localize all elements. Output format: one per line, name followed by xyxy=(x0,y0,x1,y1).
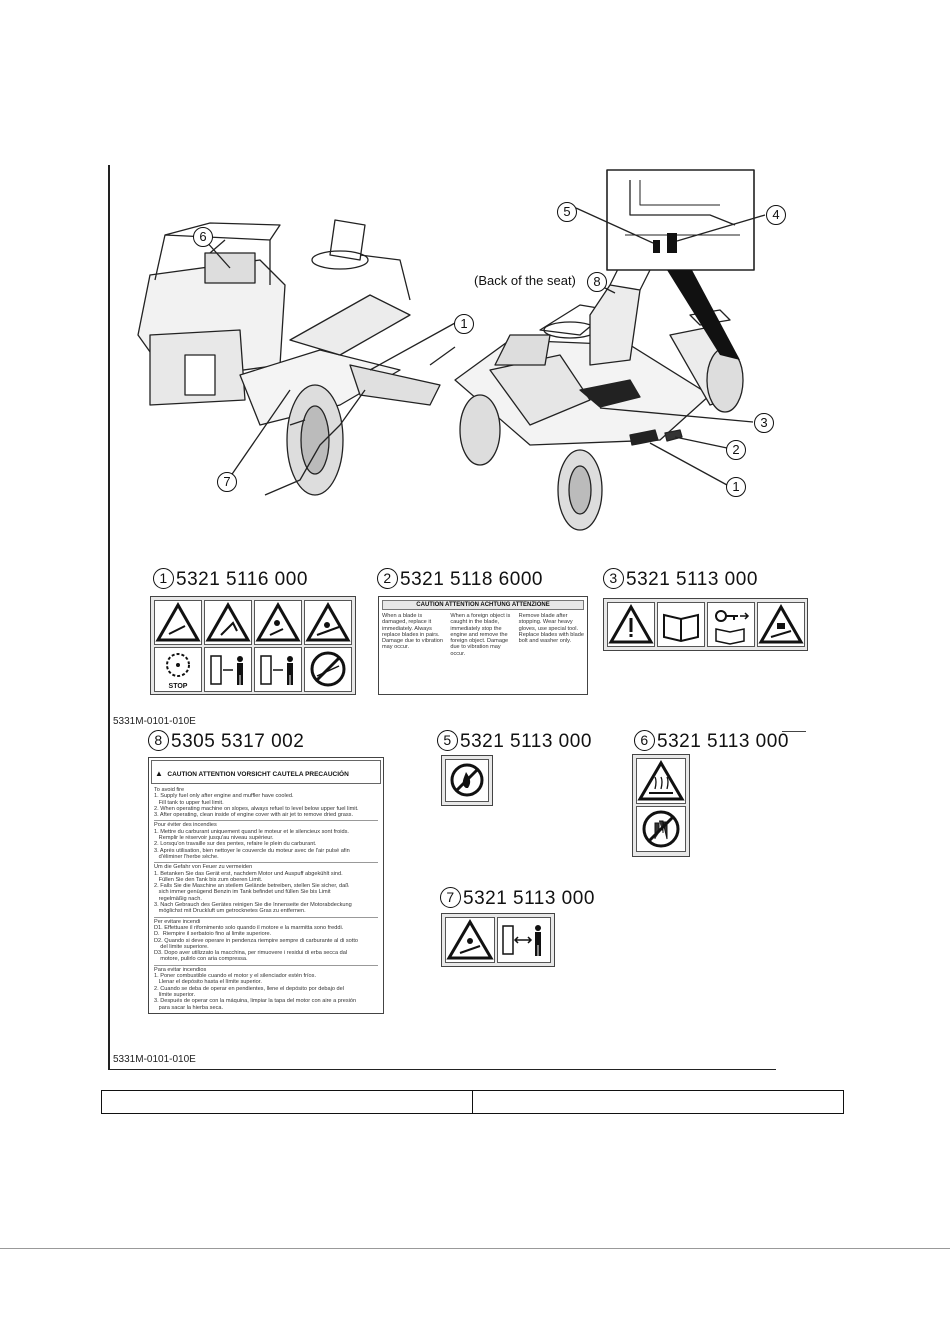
no-fire-icon xyxy=(445,759,489,802)
decal-8-line: 3. Après utilisation, bien nettoyer le c… xyxy=(154,847,350,854)
decal-8-line: motore, pulirlo con aria compressa. xyxy=(154,956,248,963)
decal-2-col-3: Remove blade after stopping. Wear heavy … xyxy=(518,613,584,645)
warning-projectile-icon xyxy=(254,600,302,645)
callout-1-left: 1 xyxy=(454,314,474,334)
decal-8-section-title: To avoid fire xyxy=(154,787,185,793)
no-touch-icon xyxy=(636,806,686,852)
decal-8-line: sich immer genügend Benzin im Tank befin… xyxy=(154,889,331,896)
decal-8-line: d'éliminer l'herbe sèche. xyxy=(154,853,219,860)
decal-3 xyxy=(603,598,808,651)
page-bottom-rule xyxy=(0,1248,950,1249)
decal-8-section-title: Per evitare incendi xyxy=(154,918,201,925)
figure-frame-bottom xyxy=(108,1069,776,1070)
warning-rollover-icon-2 xyxy=(445,917,495,963)
callout-6: 6 xyxy=(193,227,213,247)
remove-key-icon xyxy=(707,602,755,647)
decal-8-line: 2. Lorsqu'on travaille sur des pentes, r… xyxy=(154,841,317,848)
decal-2-header: CAUTION ATTENTION ACHTUNG ATTENZIONE xyxy=(382,600,584,610)
decal-5 xyxy=(441,755,493,806)
decal-8-line: 3. Nach Gebrauch des Gerätes reinigen Si… xyxy=(154,902,352,909)
warning-hot-surface-icon xyxy=(636,758,686,804)
decal-7 xyxy=(441,913,555,967)
decal-8-line: 3. After operating, clean inside of engi… xyxy=(154,812,353,819)
decal-8-line: regelmäßig nach. xyxy=(154,895,202,902)
callout-7: 7 xyxy=(217,472,237,492)
decal-8-line: 1. Poner combustible cuando el motor y e… xyxy=(154,973,316,980)
warning-general-icon xyxy=(607,602,655,647)
decal-8-line: 2. Cuando se deba de operar en pendiente… xyxy=(154,985,345,992)
blade-stop-icon: STOP xyxy=(154,647,202,692)
callout-2: 2 xyxy=(726,440,746,460)
footer-table-divider xyxy=(472,1091,473,1113)
callout-5: 5 xyxy=(557,202,577,222)
decal-8-line: Füllen Sie den Tank bis zum oberen Limit… xyxy=(154,876,263,883)
decal-8-line: D. Riempire il serbatoio fino al limite … xyxy=(154,931,272,938)
keep-distance-icon-2 xyxy=(254,647,302,692)
decal-8-line: para sacar la hierba seca. xyxy=(154,1004,224,1011)
callout-4: 4 xyxy=(766,205,786,225)
decal-6 xyxy=(632,754,690,857)
figure-frame-tick xyxy=(782,731,806,732)
decal-8-line: 1. Supply fuel only after engine and muf… xyxy=(154,793,294,800)
mower-illustration xyxy=(137,169,766,531)
figure-ref-1: 5331M-0101-010E xyxy=(113,716,196,727)
decal-1: STOP xyxy=(150,596,356,695)
decal-8-header: CAUTION ATTENTION VORSICHT CAUTELA PRECA… xyxy=(167,771,349,778)
decal-8-section-title: Pour éviter des incendies xyxy=(154,822,217,829)
decal-2-col-1: When a blade is damaged, replace it imme… xyxy=(382,613,443,651)
figure-ref-2: 5331M-0101-010E xyxy=(113,1054,196,1065)
decal-8-line: D2. Quando si deve operare in pendenza r… xyxy=(154,937,358,944)
decal-8-line: Llenar el depósito hasta el límite super… xyxy=(154,979,262,986)
decal-8-line: möglichst mit Druckluft um getrocknetes … xyxy=(154,908,306,915)
decal-8-line: límite superior. xyxy=(154,991,196,998)
decal-8-line: D1. Effettuare il rifornimento solo quan… xyxy=(154,924,344,931)
back-of-seat-label: (Back of the seat) xyxy=(474,273,576,288)
no-slope-icon xyxy=(304,647,352,692)
decal-8-section-title: Para evitar incendios xyxy=(154,966,207,973)
decal-8-line: Remplir le réservoir jusqu'au niveau sup… xyxy=(154,835,274,842)
decal-8-line: 1. Betanken Sie das Gerät erst, nachdem … xyxy=(154,870,343,877)
read-manual-icon xyxy=(657,602,705,647)
callout-3: 3 xyxy=(754,413,774,433)
decal-8-line: D3. Dopo aver utilizzato la macchina, pe… xyxy=(154,950,348,957)
keep-distance-icon-3 xyxy=(497,917,551,963)
decal-8: ▲ CAUTION ATTENTION VORSICHT CAUTELA PRE… xyxy=(148,757,384,1014)
stop-label: STOP xyxy=(168,683,188,690)
warning-hand-icon xyxy=(204,600,252,645)
warning-blade-icon xyxy=(154,600,202,645)
warning-slope-icon xyxy=(304,600,352,645)
warning-rollover-icon xyxy=(757,602,805,647)
decal-2-col-2: When a foreign object is caught in the b… xyxy=(450,613,511,657)
decal-8-line: Fill tank to upper fuel limit. xyxy=(154,799,224,806)
decal-8-line: 2. When operating machine on slopes, alw… xyxy=(154,805,359,812)
decal-8-line: 2. Falls Sie die Maschine an steilem Gel… xyxy=(154,883,349,890)
decal-8-header-box: ▲ CAUTION ATTENTION VORSICHT CAUTELA PRE… xyxy=(151,760,381,784)
decal-8-line: del limite superiore. xyxy=(154,943,209,950)
figure-frame-left xyxy=(108,165,110,1070)
decal-8-line: 1. Mettre du carburant uniquement quand … xyxy=(154,828,349,835)
keep-distance-icon xyxy=(204,647,252,692)
decal-8-section-title: Um die Gefahr von Feuer zu vermeiden xyxy=(154,864,253,871)
callout-1-right: 1 xyxy=(726,477,746,497)
footer-table xyxy=(101,1090,844,1114)
decal-8-line: 3. Después de operar con la máquina, lim… xyxy=(154,998,357,1005)
warning-triangle-icon: ▲ xyxy=(155,769,163,778)
decal-2: CAUTION ATTENTION ACHTUNG ATTENZIONE Whe… xyxy=(378,596,588,695)
callout-8: 8 xyxy=(587,272,607,292)
